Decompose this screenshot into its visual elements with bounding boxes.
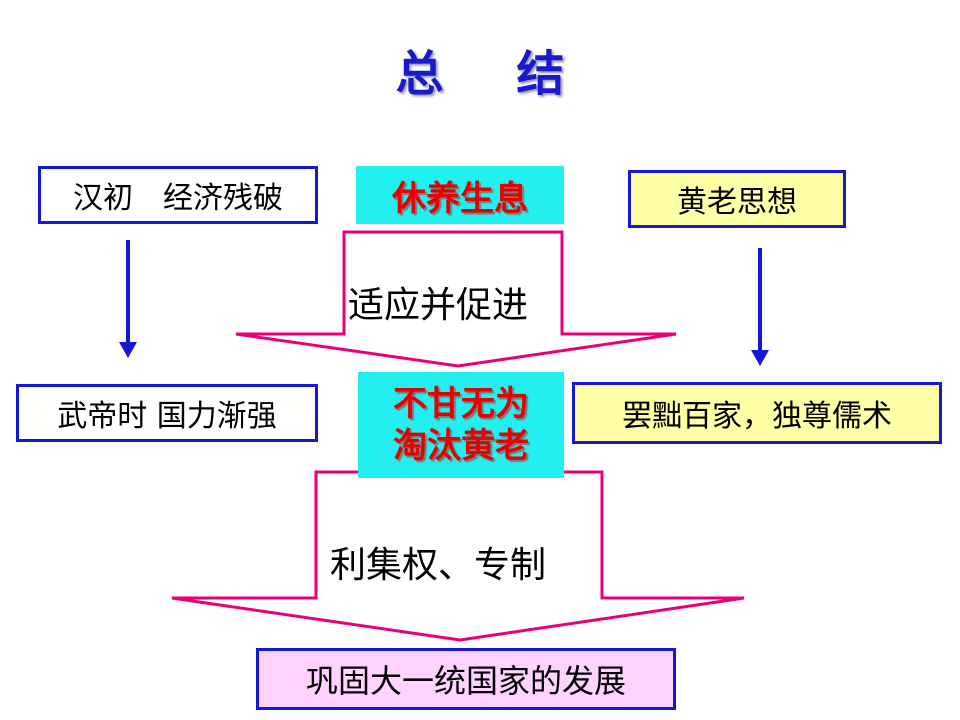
han-early-economy-label: 汉初 经济残破 xyxy=(73,181,283,216)
confucianism-box: 罢黜百家，独尊儒术 xyxy=(572,382,942,444)
wudi-national-power-box: 武帝时 国力渐强 xyxy=(16,384,318,442)
left-down-arrow xyxy=(119,240,137,358)
huanglao-thought-box: 黄老思想 xyxy=(628,170,846,228)
recuperation-box: 休养生息 xyxy=(356,166,564,224)
block-arrow-2 xyxy=(171,470,745,642)
recuperation-label: 休养生息 xyxy=(392,178,528,219)
abandon-huanglao-box: 不甘无为 淘汰黄老 xyxy=(358,372,564,478)
adapt-promote-label: 适应并促进 xyxy=(348,285,529,326)
han-early-economy-box: 汉初 经济残破 xyxy=(38,166,318,224)
abandon-huanglao-line-2: 淘汰黄老 xyxy=(393,426,529,466)
centralization-label: 利集权、专制 xyxy=(330,545,547,586)
block-arrow-1 xyxy=(235,230,677,368)
abandon-huanglao-line-1: 不甘无为 xyxy=(393,384,529,424)
unification-box: 巩固大一统国家的发展 xyxy=(256,648,676,710)
huanglao-thought-label: 黄老思想 xyxy=(677,185,797,220)
wudi-national-power-label: 武帝时 国力渐强 xyxy=(57,399,277,434)
unification-label: 巩固大一统国家的发展 xyxy=(305,662,626,700)
right-down-arrow xyxy=(751,248,769,366)
page-title: 总 结 xyxy=(395,46,593,102)
confucianism-label: 罢黜百家，独尊儒术 xyxy=(622,399,892,434)
